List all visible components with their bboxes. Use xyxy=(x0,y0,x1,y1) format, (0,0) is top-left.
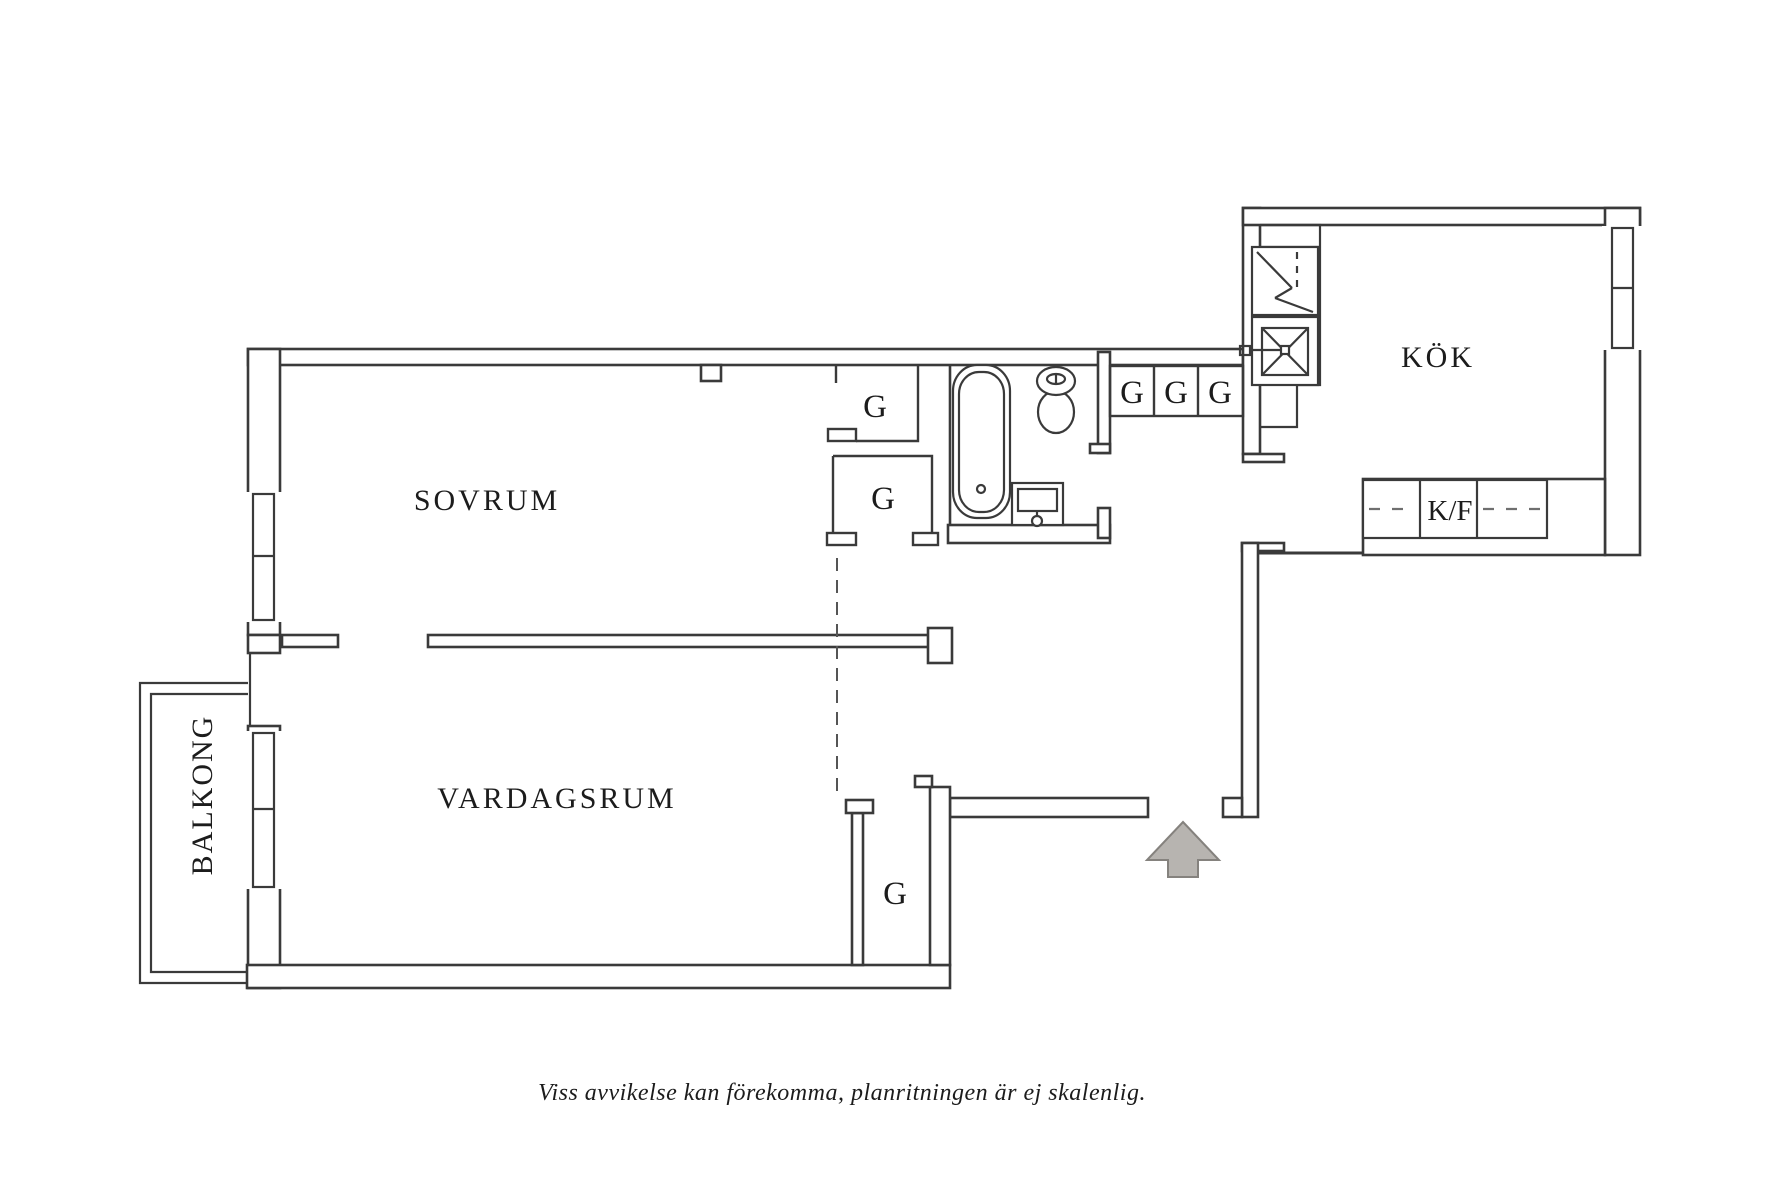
wall-wardrobe-low-jamb-right xyxy=(913,774,934,789)
wardrobe1-walls xyxy=(834,365,920,443)
wardrobe-row-dividers xyxy=(1152,366,1200,416)
wall-bath-east-lower xyxy=(1096,506,1112,540)
wall-north-main xyxy=(246,347,1245,367)
bedroom-label: SOVRUM xyxy=(414,484,560,517)
living-room-label: VARDAGSRUM xyxy=(437,782,677,815)
wardrobe-label-6: G xyxy=(883,876,907,912)
bathroom-fixtures xyxy=(951,363,1077,528)
wardrobe1-jamb xyxy=(826,427,858,443)
wall-bath-east-foot xyxy=(1088,442,1112,455)
fridge-freezer-label: K/F xyxy=(1427,495,1472,527)
wall-divider-long xyxy=(426,633,932,649)
wall-wardrobe-low-right xyxy=(928,785,952,967)
wall-divider-stub xyxy=(280,633,340,649)
wall-wardrobe-low-left xyxy=(850,811,865,967)
wall-kitchen-door-jamb-upper xyxy=(1241,452,1286,464)
wall-hall-east xyxy=(1240,541,1260,819)
wall-hall-south-left xyxy=(948,796,1150,819)
wardrobe-label-5: G xyxy=(1208,375,1232,411)
kitchen-fixtures xyxy=(1238,223,1322,429)
wardrobe2-foot-right xyxy=(911,531,940,547)
wardrobe2-walls xyxy=(831,454,934,533)
wall-kitchen-north xyxy=(1241,206,1642,227)
wall-south-living xyxy=(245,963,952,990)
wall-wardrobe-low-jamb-left xyxy=(844,798,875,815)
entrance-arrow-icon xyxy=(1144,820,1222,878)
wardrobe-closets-upper xyxy=(825,365,940,547)
fridge-freezer-unit xyxy=(1361,478,1549,540)
wall-hall-south-right xyxy=(1221,796,1244,819)
bathtub-drain xyxy=(975,483,987,495)
balcony-label: BALKONG xyxy=(186,715,219,876)
kitchen-faucet-head xyxy=(1279,344,1291,356)
kitchen-label: KÖK xyxy=(1401,341,1475,374)
toilet-bowl xyxy=(1036,389,1076,435)
stove-diagonal-symbol xyxy=(1256,251,1314,314)
bathtub-inner xyxy=(957,370,1006,514)
balcony-outline xyxy=(138,681,248,985)
balcony-inner xyxy=(149,692,248,974)
kitchen-sink-basin xyxy=(1260,326,1310,377)
wall-divider-end-block xyxy=(926,626,954,665)
sink-faucet-knob xyxy=(1030,514,1044,528)
kf-dividers xyxy=(1418,480,1479,538)
windows xyxy=(245,226,1643,889)
wardrobe-label-2: G xyxy=(871,481,895,517)
disclaimer-text: Viss avvikelse kan förekomma, planritnin… xyxy=(538,1080,1146,1106)
wardrobe-row xyxy=(1108,364,1245,418)
wardrobe2-foot-left xyxy=(825,531,858,547)
wall-bath-east-upper xyxy=(1096,350,1112,455)
walls xyxy=(245,206,1642,990)
wall-west-mid xyxy=(246,633,282,655)
wall-bedroom-door-stub xyxy=(699,363,723,383)
wardrobe-label-4: G xyxy=(1164,375,1188,411)
sink-basin xyxy=(1016,487,1059,513)
wardrobe-label-3: G xyxy=(1120,375,1144,411)
wardrobe-label-1: G xyxy=(863,389,887,425)
wardrobe-row-box xyxy=(1108,364,1245,418)
wall-bath-south xyxy=(946,523,1112,545)
balcony-outer xyxy=(138,681,248,985)
